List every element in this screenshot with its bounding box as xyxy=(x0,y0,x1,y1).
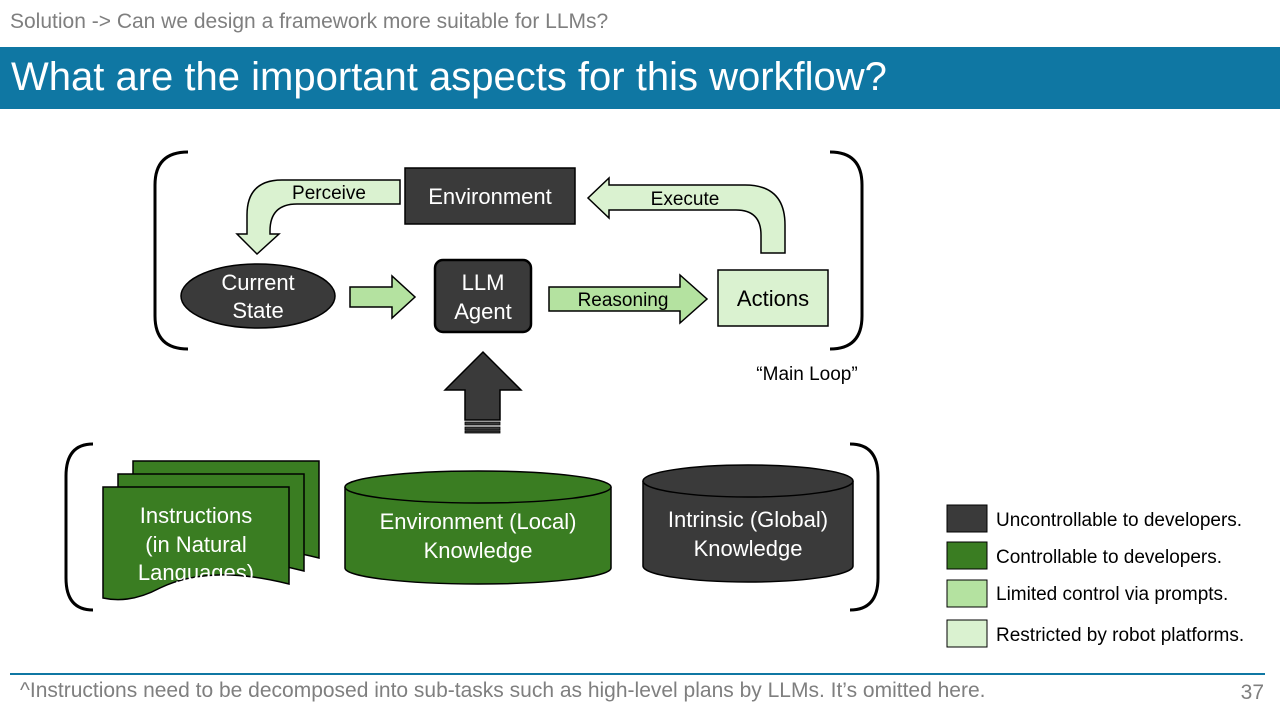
legend-swatch-controllable xyxy=(946,541,988,570)
legend-swatch-limited xyxy=(946,579,988,608)
legend-swatch-restricted xyxy=(946,619,988,648)
perceive-arrow xyxy=(235,179,401,256)
llm-agent-label-line1: LLM xyxy=(462,270,505,295)
actions-label: Actions xyxy=(737,286,809,311)
environment-knowledge-cylinder xyxy=(344,470,612,585)
instructions-document-stack xyxy=(102,460,320,601)
legend: Uncontrollable to developers. Controllab… xyxy=(946,504,1244,648)
page-title: What are the important aspects for this … xyxy=(11,55,887,99)
knowledge-to-agent-arrow xyxy=(443,350,523,434)
knowledge-right-bracket xyxy=(849,442,880,612)
instructions-label-line1: Instructions xyxy=(140,503,253,528)
intrinsic-knowledge-label-line1: Intrinsic (Global) xyxy=(668,507,828,532)
legend-swatch-uncontrollable xyxy=(946,504,988,533)
intrinsic-knowledge-cylinder xyxy=(642,464,854,583)
title-bar: What are the important aspects for this … xyxy=(0,47,1280,109)
environment-knowledge-label-line2: Knowledge xyxy=(424,538,533,563)
execute-label: Execute xyxy=(651,189,720,210)
main-loop-left-bracket xyxy=(153,150,189,351)
breadcrumb: Solution -> Can we design a framework mo… xyxy=(10,10,609,33)
page-number: 37 xyxy=(1240,681,1264,704)
legend-label-restricted: Restricted by robot platforms. xyxy=(996,625,1244,646)
main-loop-label: “Main Loop” xyxy=(756,364,857,385)
instructions-label-line2: (in Natural xyxy=(145,532,246,557)
reasoning-arrow xyxy=(548,273,709,325)
footer-divider xyxy=(10,673,1265,675)
intrinsic-knowledge-label-line2: Knowledge xyxy=(694,536,803,561)
legend-label-uncontrollable: Uncontrollable to developers. xyxy=(996,510,1242,531)
instructions-label-line3: Languages) xyxy=(138,560,254,585)
state-to-agent-arrow xyxy=(349,274,417,320)
perceive-label: Perceive xyxy=(292,183,366,204)
knowledge-left-bracket xyxy=(64,442,94,612)
current-state-ellipse xyxy=(180,263,336,329)
legend-label-controllable: Controllable to developers. xyxy=(996,547,1222,568)
current-state-label-line2: State xyxy=(232,298,283,323)
reasoning-label: Reasoning xyxy=(578,290,669,311)
environment-label: Environment xyxy=(428,184,552,209)
footnote: ^Instructions need to be decomposed into… xyxy=(20,679,986,702)
legend-label-limited: Limited control via prompts. xyxy=(996,584,1228,605)
llm-agent-box xyxy=(433,258,533,334)
main-loop-right-bracket xyxy=(829,150,864,351)
actions-box xyxy=(717,269,829,327)
current-state-label-line1: Current xyxy=(221,270,294,295)
llm-agent-label-line2: Agent xyxy=(454,299,512,324)
execute-arrow xyxy=(586,176,786,254)
environment-box xyxy=(404,167,576,225)
environment-knowledge-label-line1: Environment (Local) xyxy=(380,509,577,534)
